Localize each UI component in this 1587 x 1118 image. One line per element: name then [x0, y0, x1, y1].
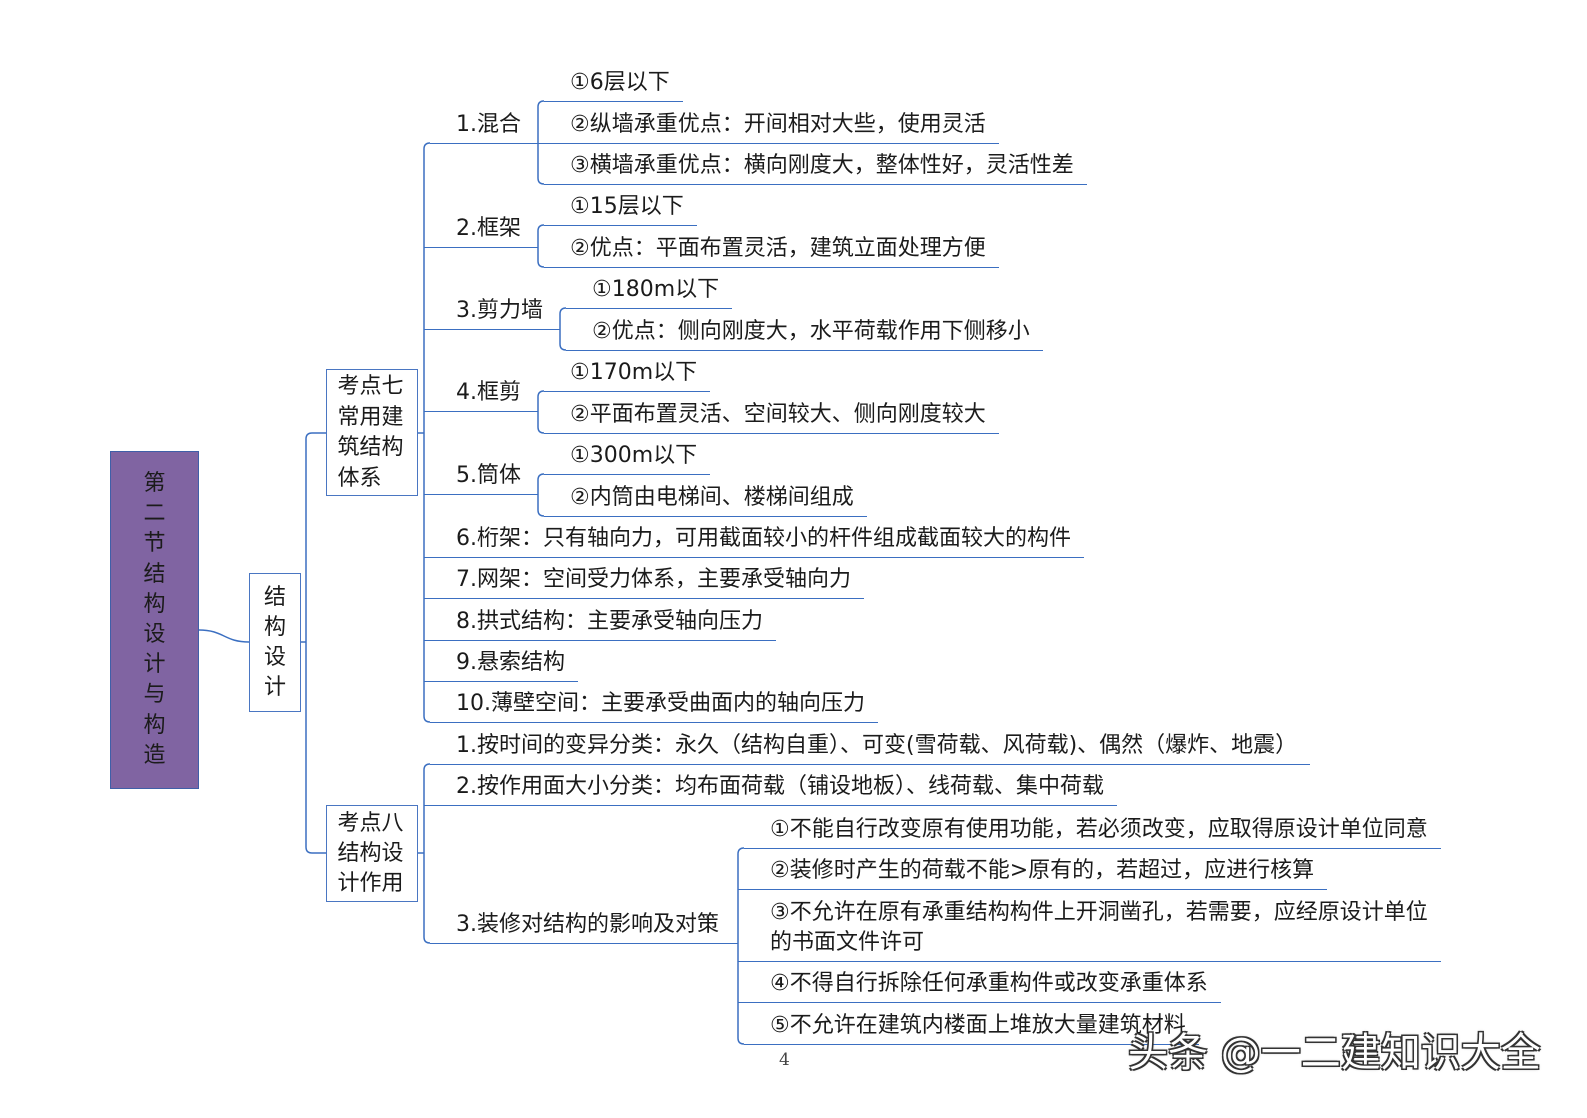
- mindmap-root-label: 第二节结构设计与构造: [143, 471, 166, 768]
- branch-structure-design-label: 结构设计: [263, 584, 286, 700]
- spine-topic8-items: [423, 763, 431, 944]
- renovation-rule-5: ⑤不允许在建筑内楼面上堆放大量建筑材料: [744, 1011, 1199, 1045]
- shear-wall-detail-1: ①180m以下: [566, 275, 733, 309]
- item-arch-structure: 8.拱式结构：主要承受轴向压力: [424, 607, 776, 641]
- connector-root-to-branch: [198, 629, 250, 643]
- spine-hybrid-children: [537, 100, 545, 185]
- spine-shear-wall-children: [559, 307, 567, 351]
- renovation-rule-4: ④不得自行拆除任何承重构件或改变承重体系: [738, 969, 1221, 1003]
- renovation-rule-1: ①不能自行改变原有使用功能，若必须改变，应取得原设计单位同意: [744, 815, 1441, 849]
- item-thin-shell-space: 10.薄壁空间：主要承受曲面内的轴向压力: [430, 689, 878, 723]
- watermark-text: 头条 @一二建知识大全: [1128, 1030, 1541, 1076]
- mindmap-root-box: 第二节结构设计与构造: [110, 451, 199, 789]
- topic-7-title-line: 常用建: [337, 404, 404, 430]
- spine-frame-shear-children: [537, 390, 545, 434]
- renovation-rule-3-line: 的书面文件许可: [770, 930, 925, 955]
- item-shear-wall: 3.剪力墙: [424, 296, 560, 330]
- item-frame-shear-wall: 4.框剪: [424, 378, 538, 412]
- renovation-rule-2: ②装修时产生的荷载不能>原有的，若超过，应进行核算: [738, 856, 1328, 890]
- frame-shear-detail-1: ①170m以下: [544, 358, 711, 392]
- hybrid-detail-1: ①6层以下: [544, 68, 683, 102]
- tube-detail-2: ②内筒由电梯间、楼梯间组成: [544, 483, 867, 517]
- renovation-rule-3: ③不允许在原有承重结构构件上开洞凿孔，若需要，应经原设计单位 的书面文件许可: [738, 897, 1441, 962]
- item-renovation-impact: 3.装修对结构的影响及对策: [430, 910, 738, 944]
- spine-tube-children: [537, 473, 545, 517]
- spine-frame-children: [537, 224, 545, 268]
- tube-detail-1: ①300m以下: [544, 441, 711, 475]
- topic-8-box: 考点八 结构设 计作用: [326, 805, 418, 902]
- topic-8-title-line: 结构设: [337, 840, 404, 866]
- hybrid-detail-3: ③横墙承重优点：横向刚度大，整体性好，灵活性差: [544, 151, 1087, 185]
- branch-structure-design-box: 结构设计: [249, 573, 301, 712]
- renovation-rule-3-line: ③不允许在原有承重结构构件上开洞凿孔，若需要，应经原设计单位: [770, 900, 1428, 925]
- item-load-by-time: 1.按时间的变异分类：永久（结构自重）、可变(雪荷载、风荷载)、偶然（爆炸、地震…: [430, 731, 1311, 765]
- topic-7-title-line: 体系: [337, 465, 382, 491]
- topic-8-title-line: 计作用: [337, 870, 404, 896]
- item-space-grid: 7.网架：空间受力体系，主要承受轴向力: [424, 565, 864, 599]
- spine-topic7-items: [423, 142, 431, 723]
- item-tube-structure: 5.筒体: [424, 461, 538, 495]
- page-number: 4: [779, 1050, 790, 1070]
- frame-detail-1: ①15层以下: [544, 192, 697, 226]
- topic-7-title-line: 筑结构: [337, 435, 404, 461]
- item-frame-structure: 2.框架: [424, 214, 538, 248]
- item-suspension-structure: 9.悬索结构: [424, 648, 578, 682]
- frame-shear-detail-2: ②平面布置灵活、空间较大、侧向刚度较大: [544, 400, 999, 434]
- spine-renovation-children: [737, 847, 745, 1045]
- item-load-by-area: 2.按作用面大小分类：均布面荷载（铺设地板）、线荷载、集中荷载: [424, 772, 1117, 806]
- spine-topics: [305, 432, 326, 854]
- item-hybrid-structure: 1.混合: [430, 110, 538, 144]
- frame-detail-2: ②优点：平面布置灵活，建筑立面处理方便: [544, 234, 999, 268]
- hybrid-detail-2: ②纵墙承重优点：开间相对大些，使用灵活: [538, 110, 999, 144]
- topic-8-title-line: 考点八: [337, 810, 404, 836]
- topic-7-box: 考点七 常用建 筑结构 体系: [326, 369, 418, 496]
- shear-wall-detail-2: ②优点：侧向刚度大，水平荷载作用下侧移小: [566, 317, 1043, 351]
- item-truss: 6.桁架：只有轴向力，可用截面较小的杆件组成截面较大的构件: [424, 524, 1084, 558]
- topic-7-title-line: 考点七: [337, 374, 404, 400]
